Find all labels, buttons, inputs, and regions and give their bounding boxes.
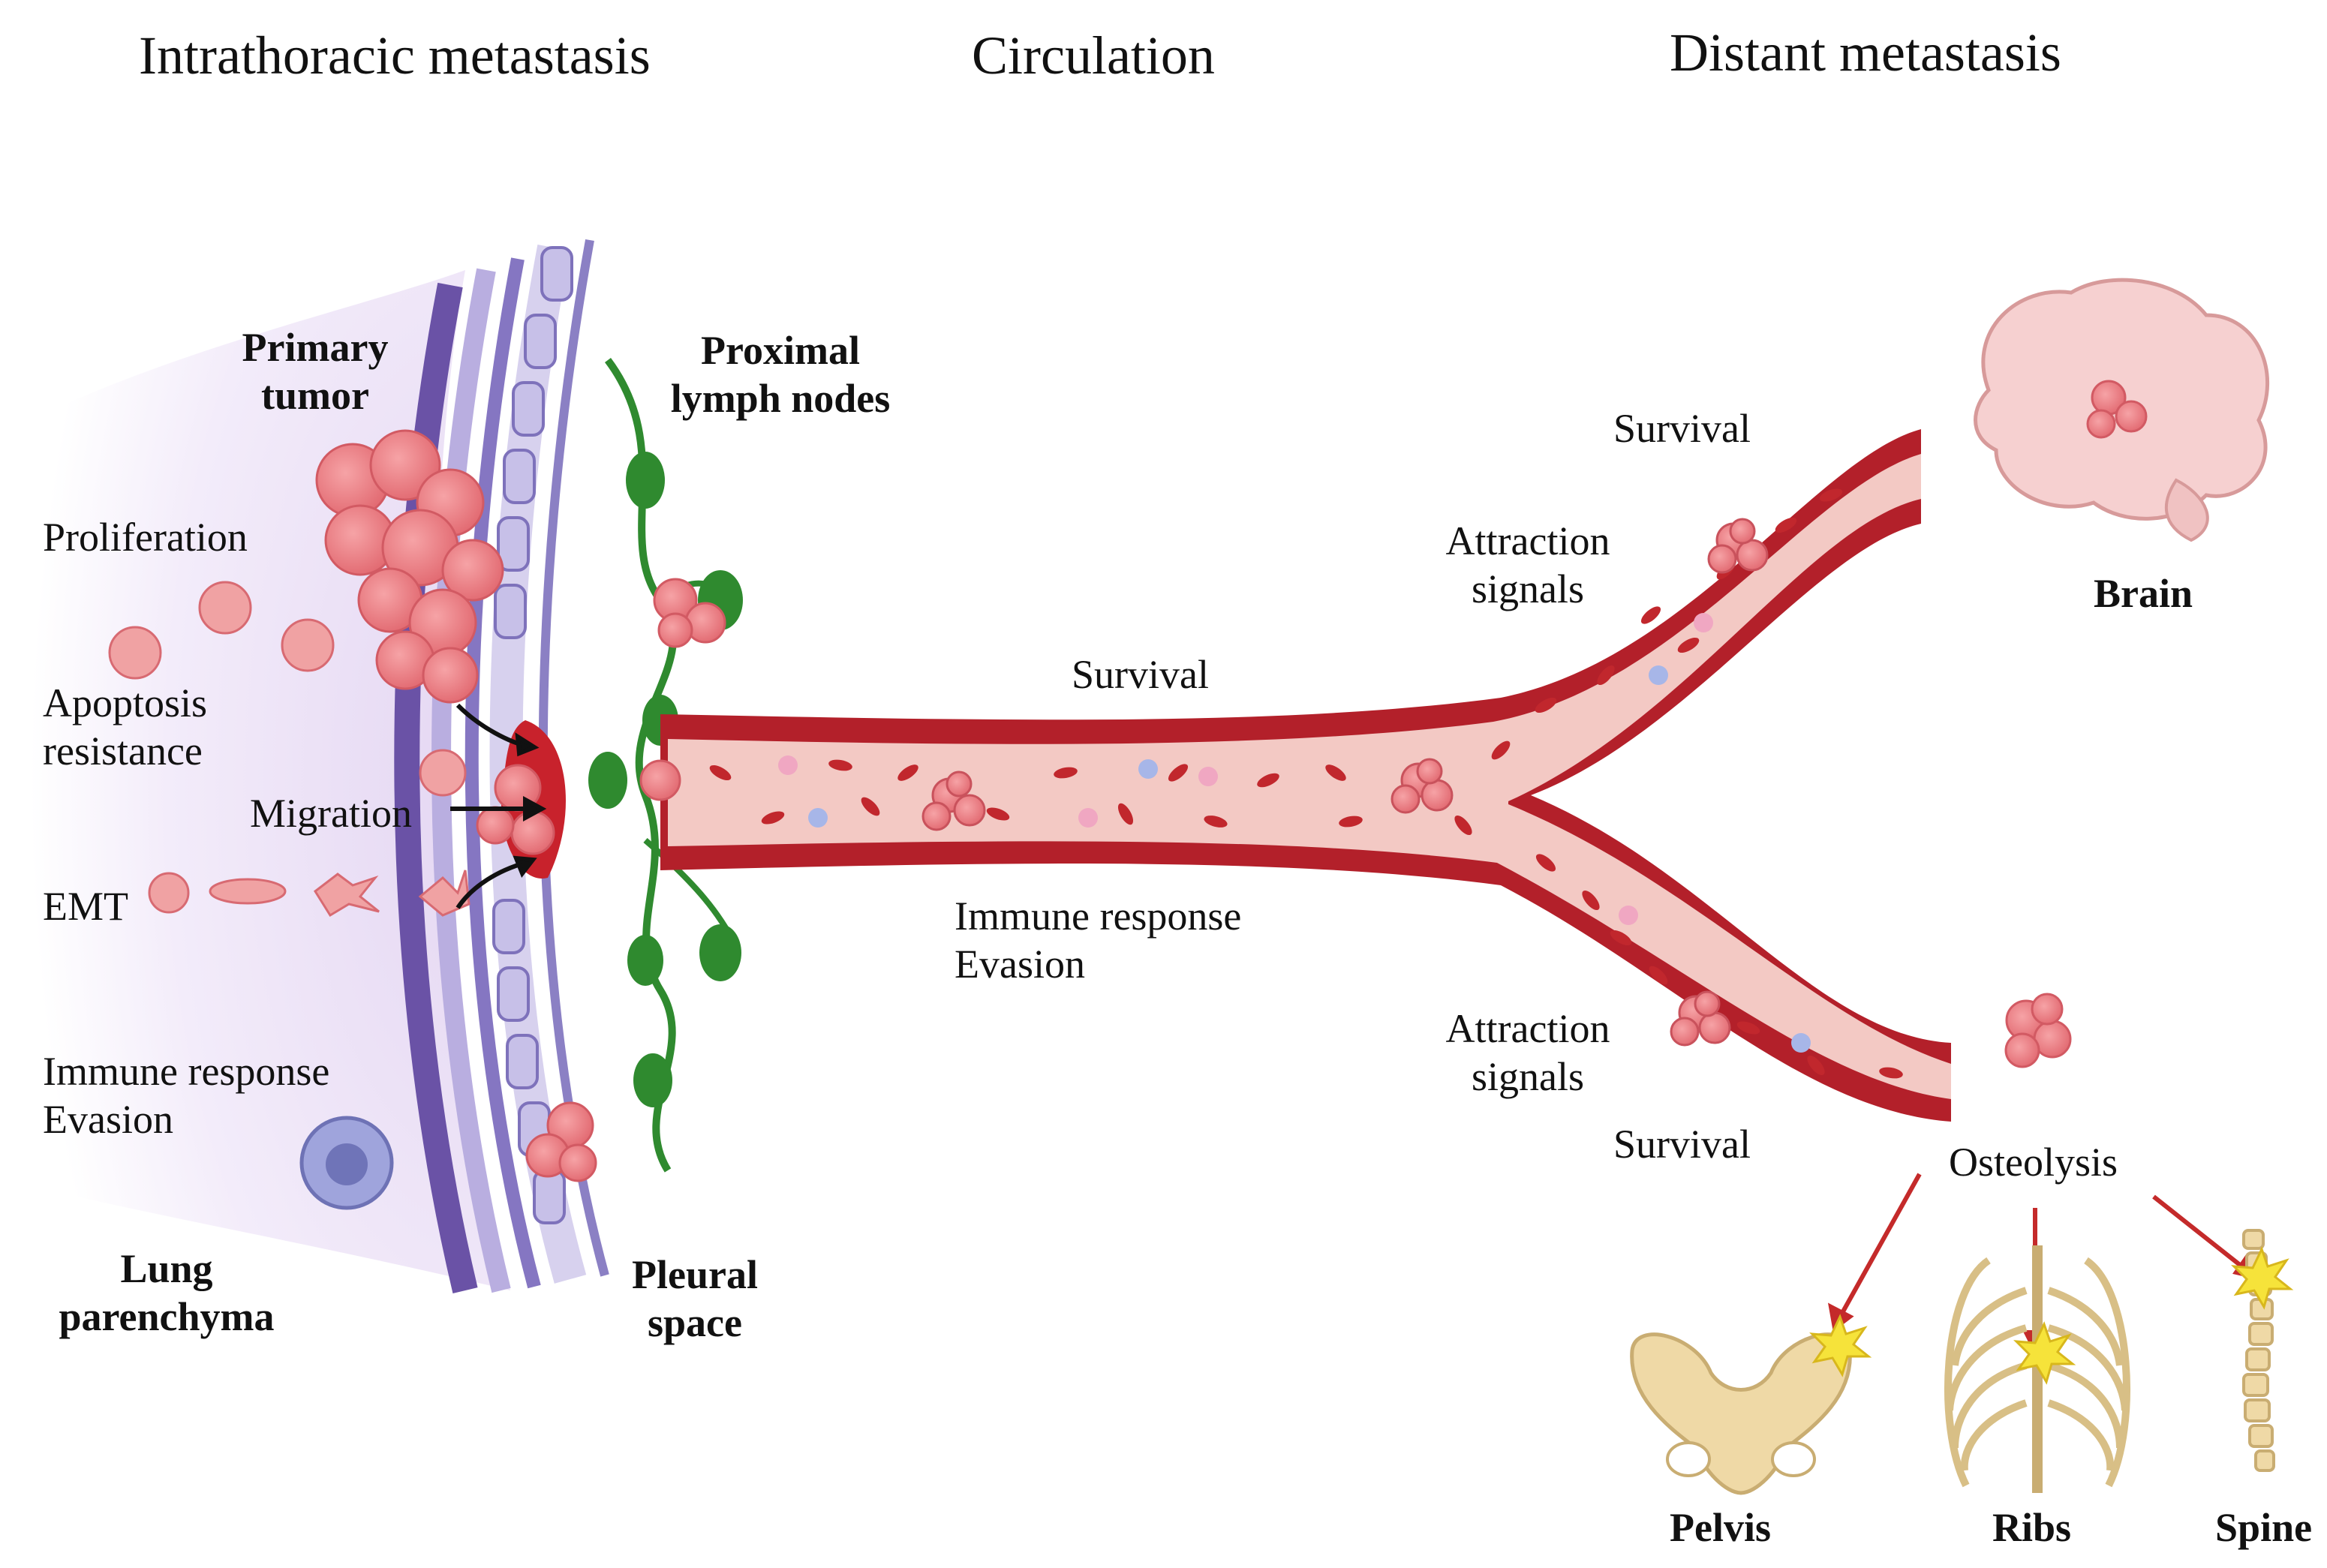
label-survival-circulation: Survival xyxy=(1072,652,1209,697)
label-spine: Spine xyxy=(2215,1505,2313,1550)
bone-tumor-cluster xyxy=(2004,993,2072,1068)
label-attraction-bottom: Attraction signals xyxy=(1445,1006,1610,1099)
label-ribs: Ribs xyxy=(1992,1505,2072,1550)
label-immune-evasion-lung: Immune response Evasion xyxy=(43,1049,330,1142)
blood-vessel xyxy=(660,429,1951,1122)
header-circulation: Circulation xyxy=(972,26,1215,86)
lung-immune-cell xyxy=(299,1116,394,1210)
ctc-cluster xyxy=(1390,758,1454,814)
ribs-illustration xyxy=(1944,1245,2130,1493)
lymph-node xyxy=(588,752,627,809)
ctc-cluster xyxy=(1670,990,1731,1047)
label-attraction-top: Attraction signals xyxy=(1445,518,1610,611)
label-pleural-space: Pleural space xyxy=(632,1252,758,1345)
header-distant: Distant metastasis xyxy=(1670,23,2061,83)
lymph-node xyxy=(633,1053,672,1107)
label-survival-bottom: Survival xyxy=(1613,1122,1751,1167)
label-primary-tumor: Primary tumor xyxy=(242,325,389,418)
header-intrathoracic: Intrathoracic metastasis xyxy=(139,26,651,86)
brain-illustration xyxy=(1974,278,2270,542)
bone-lesion-bursts xyxy=(1809,1246,2294,1385)
label-proximal-lymph-nodes: Proximal lymph nodes xyxy=(670,328,891,421)
ctc-cluster xyxy=(1707,518,1769,574)
mesothelial-cells xyxy=(492,246,573,1224)
emt-cells xyxy=(148,870,471,918)
blood-immune-cells xyxy=(778,613,1811,1053)
pelvis-illustration xyxy=(1630,1332,1852,1495)
label-proliferation: Proliferation xyxy=(43,515,248,560)
migration-arrows xyxy=(450,703,547,909)
label-brain: Brain xyxy=(2094,571,2193,616)
lymph-node xyxy=(627,935,663,986)
red-blood-cells xyxy=(709,488,1903,1079)
circulating-tumor-clusters xyxy=(921,518,1769,1047)
label-osteolysis: Osteolysis xyxy=(1949,1140,2118,1185)
label-apoptosis-resistance: Apoptosis resistance xyxy=(43,680,208,773)
label-pelvis: Pelvis xyxy=(1670,1505,1771,1550)
label-immune-evasion-circulation: Immune response Evasion xyxy=(955,894,1242,987)
ctc-cluster xyxy=(921,770,986,831)
label-emt: EMT xyxy=(43,884,128,929)
primary-tumor xyxy=(315,429,504,704)
scattered-tumor-cells xyxy=(108,581,467,797)
lymph-node xyxy=(626,452,665,509)
label-migration: Migration xyxy=(250,791,412,836)
label-lung-parenchyma: Lung parenchyma xyxy=(59,1246,275,1339)
label-survival-top: Survival xyxy=(1613,406,1751,451)
lymph-node-tumor xyxy=(525,578,726,1182)
invasion-site xyxy=(476,720,566,879)
lymph-node xyxy=(699,924,741,981)
